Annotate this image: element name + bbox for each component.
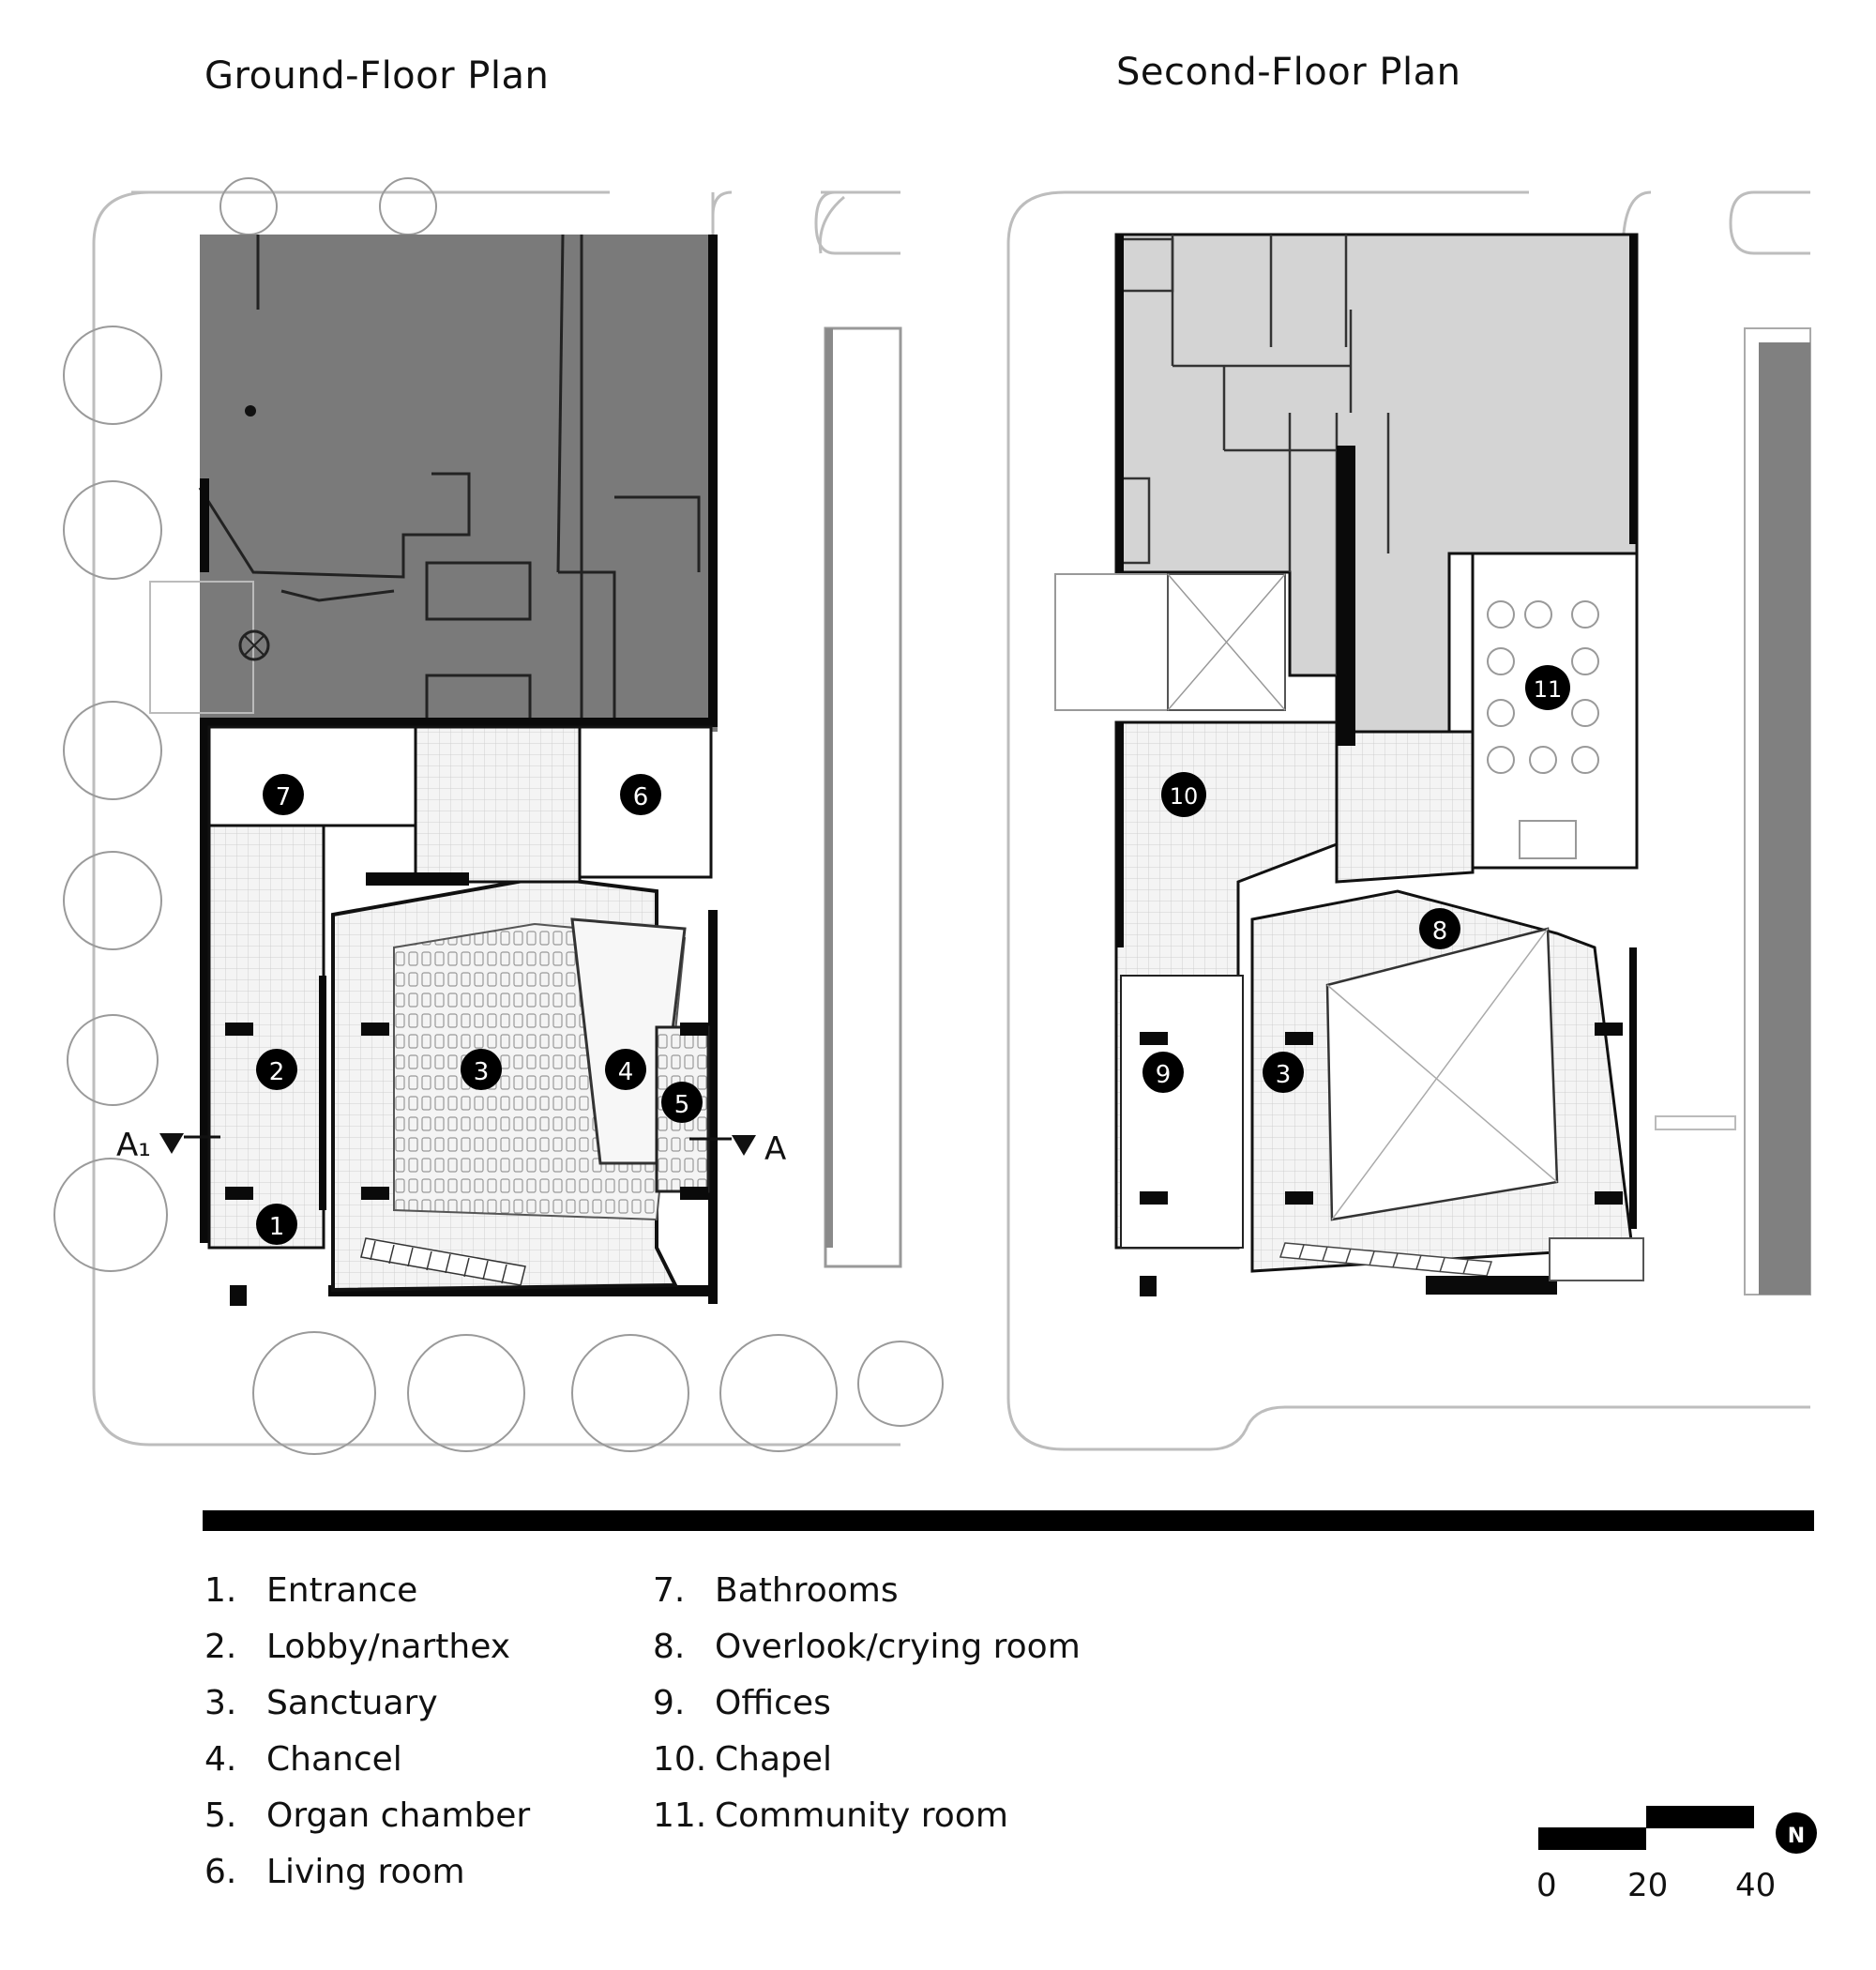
lobby-floor [207,824,325,1250]
svg-text:11: 11 [1534,676,1563,703]
marker-9: 9 [1142,1052,1184,1093]
north-arrow-icon [1776,1812,1817,1854]
adjacent-wall [825,328,833,1248]
marker-7: 7 [263,774,304,815]
site-boundary-2 [1006,190,1810,1451]
marker-2: 2 [256,1049,297,1090]
marker-5: 5 [661,1082,703,1123]
svg-text:3: 3 [474,1058,490,1086]
svg-text:9: 9 [1156,1061,1172,1089]
trees [53,177,944,1455]
void-left [1054,573,1169,711]
scale-bar: N 0 20 40 [1536,1801,1820,1914]
north-label: N [1788,1825,1805,1848]
legend-item: 3.Sanctuary [204,1684,438,1722]
second-room-markers: 3 8 9 10 11 [1142,665,1570,1093]
scale-bar-graphic: N [1538,1806,1817,1854]
marker-10: 10 [1161,772,1206,817]
legend-item: 8.Overlook/crying room [653,1628,1081,1666]
marker-3: 3 [461,1049,502,1090]
svg-text:1: 1 [269,1213,285,1241]
marker-4: 4 [605,1049,646,1090]
ground-stairs [360,1237,526,1286]
svg-text:3: 3 [1276,1061,1292,1089]
scale-tick-20: 20 [1627,1867,1669,1904]
marker-11: 11 [1525,665,1570,710]
ground-room-markers: 1 2 3 4 5 6 7 [256,774,703,1245]
marker-6: 6 [620,774,661,815]
interior-black-walls [225,872,708,1306]
curb-2 [1729,190,1810,255]
second-black-walls [1116,235,1637,1296]
svg-text:7: 7 [276,783,292,811]
section-label-left: A₁ [116,1127,151,1164]
section-arrow-left [159,1133,184,1154]
marker-1: 1 [256,1204,297,1245]
bathrooms-area [207,725,417,827]
legend-item: 2.Lobby/narthex [204,1628,511,1666]
scale-tick-0: 0 [1536,1867,1557,1904]
corridor-area [414,725,582,884]
legend-item: 6.Living room [204,1853,465,1891]
curb [814,190,900,255]
corridor-2 [1335,730,1475,884]
community-tables [1487,600,1599,859]
legend-divider [203,1510,1814,1531]
marker-3-second: 3 [1263,1052,1304,1093]
legend-item: 7.Bathrooms [653,1571,899,1610]
svg-text:2: 2 [269,1058,285,1086]
legend-item: 11.Community room [653,1796,1008,1835]
section-label-right: A [764,1130,786,1168]
ground-floor-plan: A₁ A 1 2 3 4 5 6 7 [53,177,944,1455]
second-floor-plan: 3 8 9 10 11 [1006,190,1811,1451]
dark-block-interior-walls [198,234,701,734]
ground-floor-title: Ground-Floor Plan [204,54,550,98]
svg-text:10: 10 [1170,783,1199,810]
existing-building-dark [200,235,718,732]
legend-item: 10.Chapel [653,1740,833,1779]
svg-text:5: 5 [674,1091,690,1119]
legend-item: 5.Organ chamber [204,1796,531,1835]
svg-text:8: 8 [1432,917,1448,946]
svg-text:4: 4 [618,1058,634,1086]
marker-8: 8 [1419,908,1460,949]
second-floor-title: Second-Floor Plan [1116,51,1461,94]
legend-column-2: 7.Bathrooms 8.Overlook/crying room 9.Off… [653,1571,1081,1853]
adjacent-building-fill [1759,342,1810,1295]
section-arrow-right [732,1135,756,1156]
legend-item: 1.Entrance [204,1571,418,1610]
site-boundary [92,190,900,1447]
legend-item: 4.Chancel [204,1740,402,1779]
community-room-area [1471,552,1639,870]
svg-text:6: 6 [633,783,649,811]
legend-item: 9.Offices [653,1684,831,1722]
floor-plans-drawing: A₁ A 1 2 3 4 5 6 7 [53,177,1811,1455]
legend-column-1: 1.Entrance 2.Lobby/narthex 3.Sanctuary 4… [204,1571,530,1909]
adjacent-building-edge [824,326,902,1268]
exterior-canopy [149,581,254,714]
scale-tick-40: 40 [1735,1867,1777,1904]
offices-area [1120,975,1244,1249]
